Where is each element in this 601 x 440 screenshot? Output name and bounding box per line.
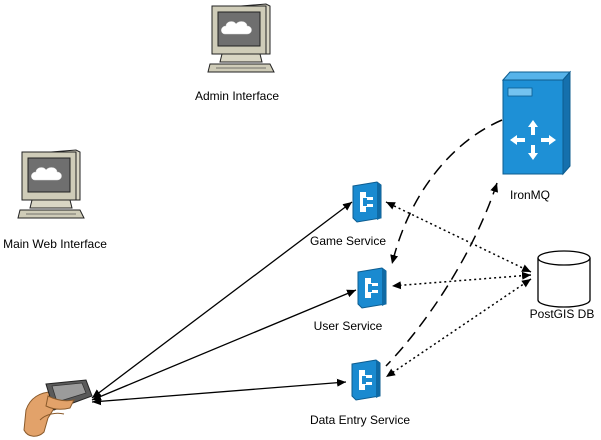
edge-db-game bbox=[385, 201, 532, 273]
ironmq-node: IronMQ bbox=[501, 70, 572, 202]
edge-mobile-user bbox=[91, 289, 357, 401]
edge-mobile-game bbox=[91, 201, 353, 399]
service-icon bbox=[352, 181, 382, 223]
main-web-interface-node: Main Web Interface bbox=[3, 149, 107, 251]
postgis-db-label: PostGIS DB bbox=[530, 307, 595, 321]
service-icon bbox=[357, 267, 387, 309]
game-service-label: Game Service bbox=[310, 234, 386, 248]
postgis-db-node: PostGIS DB bbox=[530, 250, 595, 321]
database-icon bbox=[537, 250, 591, 308]
computer-icon bbox=[207, 3, 275, 73]
admin-interface-node: Admin Interface bbox=[195, 3, 279, 103]
data-entry-service-node: Data Entry Service bbox=[310, 359, 410, 427]
admin-interface-label: Admin Interface bbox=[195, 89, 279, 103]
computer-icon bbox=[17, 149, 85, 219]
edge-mobile-dataentry bbox=[91, 378, 347, 406]
service-icon bbox=[351, 359, 381, 401]
user-service-label: User Service bbox=[314, 319, 383, 333]
data-entry-service-label: Data Entry Service bbox=[310, 413, 410, 427]
hand-pda-icon bbox=[23, 379, 93, 437]
edge-ironmq-user bbox=[390, 119, 503, 265]
main-web-interface-label: Main Web Interface bbox=[3, 237, 107, 251]
edge-db-dataentry bbox=[385, 278, 532, 378]
ironmq-label: IronMQ bbox=[510, 188, 550, 202]
edge-db-user bbox=[391, 271, 532, 290]
server-router-icon bbox=[501, 70, 572, 176]
mobile-device-node bbox=[23, 379, 93, 437]
edges bbox=[91, 119, 532, 406]
game-service-node: Game Service bbox=[310, 181, 386, 248]
edge-ironmq-dataentry bbox=[385, 182, 498, 367]
user-service-node: User Service bbox=[314, 267, 387, 333]
